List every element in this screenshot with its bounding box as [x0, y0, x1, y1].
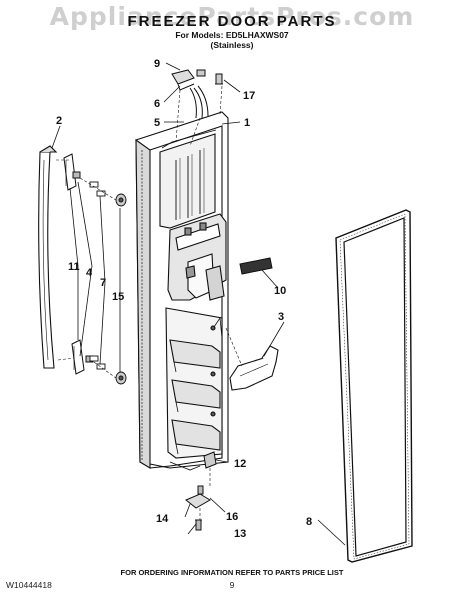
page-title: FREEZER DOOR PARTS: [127, 13, 337, 30]
callout-8: 8: [306, 516, 312, 528]
door-handle: [38, 145, 58, 369]
callout-7: 7: [100, 277, 106, 289]
freezer-door-panel: [135, 111, 229, 471]
bin-handle: [229, 345, 279, 391]
models-line: For Models: ED5LHAXWS07: [175, 30, 289, 40]
top-hinge-harness: [171, 69, 223, 119]
document-number: W10444418: [6, 580, 52, 590]
callout-10: 10: [274, 285, 286, 297]
leader-lines: [51, 62, 346, 546]
page-number: 9: [229, 580, 235, 590]
callout-16: 16: [226, 511, 238, 523]
callout-9: 9: [154, 58, 160, 70]
callout-14: 14: [156, 513, 169, 525]
callout-4: 4: [86, 267, 93, 279]
watermark: AppliancePartsPros.com: [49, 2, 415, 31]
callout-5: 5: [154, 117, 160, 129]
door-trim-strip: [239, 257, 273, 275]
door-gasket: [335, 209, 413, 563]
callout-13: 13: [234, 528, 246, 540]
callout-1: 1: [244, 117, 250, 129]
callout-6: 6: [154, 98, 160, 110]
callout-17: 17: [243, 90, 255, 102]
hidden-lines: [56, 85, 243, 520]
callout-3: 3: [278, 311, 284, 323]
callout-11: 11: [68, 261, 80, 273]
callout-2: 2: [56, 115, 62, 127]
bottom-hinge-parts: [185, 451, 217, 531]
callout-12: 12: [234, 458, 246, 470]
ordering-note: FOR ORDERING INFORMATION REFER TO PARTS …: [120, 568, 344, 577]
callout-15: 15: [112, 291, 124, 303]
handle-screws: [89, 181, 127, 385]
variant-line: (Stainless): [210, 40, 254, 50]
